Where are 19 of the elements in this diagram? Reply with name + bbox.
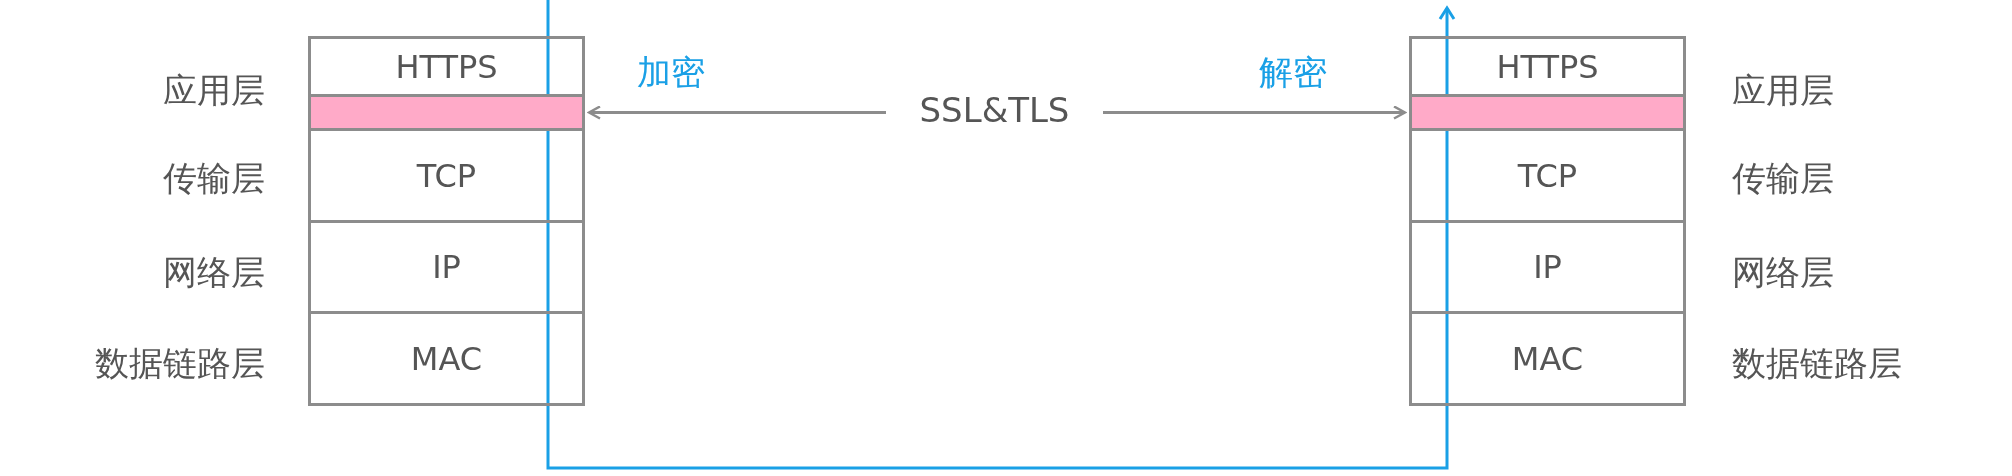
layer-name: 应用层 <box>163 70 265 110</box>
layer-cell: IP <box>1409 220 1686 314</box>
edge-label: 解密 <box>1259 52 1327 92</box>
arrow <box>1103 105 1407 120</box>
edge-label: 加密 <box>637 52 705 92</box>
layer-name: 传输层 <box>1732 158 1834 198</box>
protocol-label: SSL&TLS <box>898 88 1091 132</box>
layer-cell: IP <box>308 220 585 314</box>
layer-name: 网络层 <box>163 252 265 292</box>
layer-cell: TCP <box>308 128 585 223</box>
layer-cell: TCP <box>1409 128 1686 223</box>
layer-name: 数据链路层 <box>95 343 265 383</box>
layer-name: 传输层 <box>163 158 265 198</box>
layer-name: 网络层 <box>1732 252 1834 292</box>
layer-name: 应用层 <box>1732 70 1834 110</box>
layer-cell: MAC <box>308 311 585 406</box>
layer-name: 数据链路层 <box>1732 343 1902 383</box>
layer-cell: MAC <box>1409 311 1686 406</box>
arrow <box>587 105 886 120</box>
